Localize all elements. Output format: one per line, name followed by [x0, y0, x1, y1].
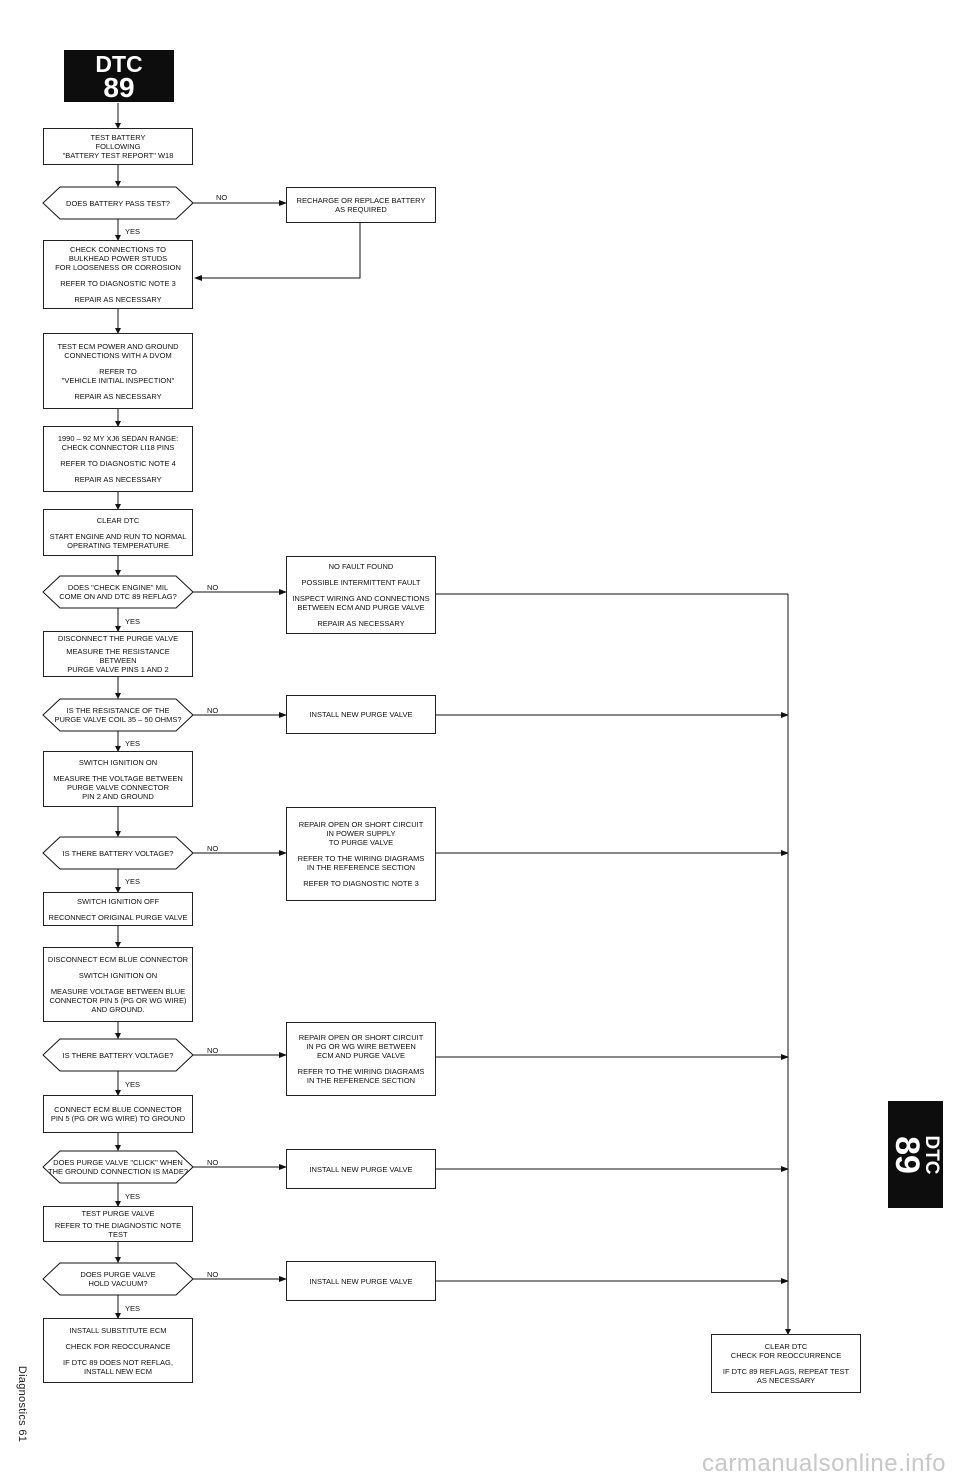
question-battery-pass-text: DOES BATTERY PASS TEST?	[66, 198, 170, 208]
question-mil-reflag: DOES "CHECK ENGINE" MIL COME ON AND DTC …	[50, 576, 186, 608]
yes-label-q2: YES	[125, 617, 141, 626]
question-hold-vacuum: DOES PURGE VALVE HOLD VACUUM?	[50, 1263, 186, 1295]
step-measure-voltage-text: MEASURE THE VOLTAGE BETWEEN PURGE VALVE …	[53, 773, 183, 801]
dtc-badge-top: DTC 89	[64, 50, 174, 102]
step-ignition-off: SWITCH IGNITION OFF RECONNECT ORIGINAL P…	[43, 892, 193, 926]
step-clear-dtc: CLEAR DTC START ENGINE AND RUN TO NORMAL…	[43, 509, 193, 556]
question-valve-click: DOES PURGE VALVE "CLICK" WHEN THE GROUND…	[46, 1151, 190, 1183]
step-check-connections-repair: REPAIR AS NECESSARY	[74, 295, 162, 304]
result-repair-pg-wire: REPAIR OPEN OR SHORT CIRCUIT IN PG OR WG…	[286, 1022, 436, 1096]
step-xj6-connector-repair: REPAIR AS NECESSARY	[74, 475, 162, 484]
question-battery-voltage-1-text: IS THERE BATTERY VOLTAGE?	[62, 848, 174, 858]
step-check-reoccurance-text: CHECK FOR REOCCURANCE	[65, 1341, 171, 1351]
yes-label-q3: YES	[125, 739, 141, 748]
end-repeat-test-text: IF DTC 89 REFLAGS, REPEAT TEST AS NECESS…	[722, 1367, 850, 1385]
question-mil-reflag-text: DOES "CHECK ENGINE" MIL COME ON AND DTC …	[59, 583, 177, 601]
no-label-q4: NO	[207, 844, 219, 853]
yes-label-q5: YES	[125, 1080, 141, 1089]
result-repair-power-supply: REPAIR OPEN OR SHORT CIRCUIT IN POWER SU…	[286, 807, 436, 901]
result-install-purge-valve-2-text: INSTALL NEW PURGE VALVE	[309, 1164, 413, 1174]
step-diag-note-test-text: REFER TO THE DIAGNOSTIC NOTE TEST	[54, 1221, 182, 1239]
question-battery-voltage-1: IS THERE BATTERY VOLTAGE?	[50, 837, 186, 869]
dtc-side-number: 89	[887, 1135, 926, 1174]
step-ground-pin5: CONNECT ECM BLUE CONNECTOR PIN 5 (PG OR …	[43, 1095, 193, 1133]
result-repair-power-supply-text: REPAIR OPEN OR SHORT CIRCUIT IN POWER SU…	[298, 820, 424, 847]
step-test-ecm-power-ref: REFER TO "VEHICLE INITIAL INSPECTION"	[61, 366, 175, 385]
dtc-badge-title: DTC	[95, 51, 143, 77]
yes-label-q7: YES	[125, 1304, 141, 1313]
step-reconnect-valve-text: RECONNECT ORIGINAL PURGE VALVE	[48, 912, 188, 922]
result-install-purge-valve-3: INSTALL NEW PURGE VALVE	[286, 1261, 436, 1301]
no-label-q7: NO	[207, 1270, 219, 1279]
result-install-purge-valve-2: INSTALL NEW PURGE VALVE	[286, 1149, 436, 1189]
yes-label-q4: YES	[125, 877, 141, 886]
question-coil-resistance-text: IS THE RESISTANCE OF THE PURGE VALVE COI…	[54, 706, 182, 724]
step-test-ecm-power-text: TEST ECM POWER AND GROUND CONNECTIONS WI…	[57, 341, 179, 360]
step-ignition-on-text: SWITCH IGNITION ON	[78, 757, 158, 767]
result-wiring-diagrams-text: REFER TO THE WIRING DIAGRAMS IN THE REFE…	[297, 854, 425, 872]
watermark: carmanualsonline.info	[702, 1450, 946, 1477]
no-label-q2: NO	[207, 583, 219, 592]
step-test-ecm-power: TEST ECM POWER AND GROUND CONNECTIONS WI…	[43, 333, 193, 409]
result-install-purge-valve-1: INSTALL NEW PURGE VALVE	[286, 695, 436, 734]
result-repair-pg-wire-text: REPAIR OPEN OR SHORT CIRCUIT IN PG OR WG…	[298, 1033, 424, 1060]
no-label-q5: NO	[207, 1046, 219, 1055]
result-intermittent-text: POSSIBLE INTERMITTENT FAULT	[301, 578, 421, 587]
step-start-engine-text: START ENGINE AND RUN TO NORMAL OPERATING…	[49, 531, 187, 550]
step-test-battery: TEST BATTERY FOLLOWING "BATTERY TEST REP…	[43, 128, 193, 165]
step-measure-resistance-text: MEASURE THE RESISTANCE BETWEEN PURGE VAL…	[66, 647, 170, 674]
yes-label-q6: YES	[125, 1192, 141, 1201]
step-ignition-off-text: SWITCH IGNITION OFF	[76, 896, 160, 906]
end-clear-dtc-text: CLEAR DTC CHECK FOR REOCCURRENCE	[730, 1342, 842, 1360]
question-valve-click-text: DOES PURGE VALVE "CLICK" WHEN THE GROUND…	[47, 1158, 188, 1176]
page-footer-text: Diagnostics 61	[16, 1365, 28, 1443]
result-install-purge-valve-1-text: INSTALL NEW PURGE VALVE	[309, 710, 413, 719]
step-install-substitute-ecm-text: INSTALL SUBSTITUTE ECM	[69, 1325, 167, 1335]
end-clear-dtc: CLEAR DTC CHECK FOR REOCCURRENCE IF DTC …	[711, 1334, 861, 1393]
step-xj6-connector-note: REFER TO DIAGNOSTIC NOTE 4	[60, 459, 176, 468]
step-ground-pin5-text: CONNECT ECM BLUE CONNECTOR PIN 5 (PG OR …	[50, 1105, 186, 1123]
step-check-connections-note: REFER TO DIAGNOSTIC NOTE 3	[60, 279, 176, 288]
question-battery-voltage-2-text: IS THERE BATTERY VOLTAGE?	[62, 1050, 174, 1060]
step-ignition-on-measure: SWITCH IGNITION ON MEASURE THE VOLTAGE B…	[43, 751, 193, 807]
yes-label-q1: YES	[125, 227, 141, 236]
step-check-connections: CHECK CONNECTIONS TO BULKHEAD POWER STUD…	[43, 240, 193, 309]
step-disconnect-ecm-blue: DISCONNECT ECM BLUE CONNECTOR SWITCH IGN…	[43, 947, 193, 1022]
step-clear-dtc-text: CLEAR DTC	[96, 515, 140, 525]
step-disconnect-purge-valve: DISCONNECT THE PURGE VALVE MEASURE THE R…	[43, 631, 193, 677]
result-no-fault-found: NO FAULT FOUND POSSIBLE INTERMITTENT FAU…	[286, 556, 436, 634]
no-label-q6: NO	[207, 1158, 219, 1167]
result-diag-note-text: REFER TO DIAGNOSTIC NOTE 3	[303, 879, 419, 888]
step-install-substitute-ecm: INSTALL SUBSTITUTE ECM CHECK FOR REOCCUR…	[43, 1318, 193, 1383]
result-recharge-battery-text: RECHARGE OR REPLACE BATTERY AS REQUIRED	[296, 196, 426, 214]
dtc-badge-side: DTC 89	[888, 1101, 943, 1208]
question-coil-resistance: IS THE RESISTANCE OF THE PURGE VALVE COI…	[50, 699, 186, 731]
step-test-ecm-power-repair: REPAIR AS NECESSARY	[74, 391, 162, 401]
question-hold-vacuum-text: DOES PURGE VALVE HOLD VACUUM?	[80, 1270, 156, 1288]
step-disconnect-ecm-blue-text: DISCONNECT ECM BLUE CONNECTOR	[47, 955, 189, 964]
step-ignition-on-2-text: SWITCH IGNITION ON	[78, 971, 158, 980]
result-repair-text: REPAIR AS NECESSARY	[317, 619, 405, 628]
step-test-purge-valve-text: TEST PURGE VALVE	[81, 1209, 155, 1218]
result-install-purge-valve-3-text: INSTALL NEW PURGE VALVE	[309, 1276, 413, 1286]
no-label-q1: NO	[216, 193, 228, 202]
dtc-badge-number: 89	[103, 72, 135, 103]
result-inspect-wiring-text: INSPECT WIRING AND CONNECTIONS BETWEEN E…	[292, 594, 430, 612]
question-battery-voltage-2: IS THERE BATTERY VOLTAGE?	[50, 1039, 186, 1071]
step-xj6-connector-text: 1990 – 92 MY XJ6 SEDAN RANGE: CHECK CONN…	[57, 434, 179, 452]
step-test-purge-valve: TEST PURGE VALVE REFER TO THE DIAGNOSTIC…	[43, 1206, 193, 1242]
step-install-new-ecm-text: IF DTC 89 DOES NOT REFLAG, INSTALL NEW E…	[63, 1357, 173, 1376]
result-wiring-diagrams-2-text: REFER TO THE WIRING DIAGRAMS IN THE REFE…	[297, 1067, 425, 1085]
step-test-battery-text: TEST BATTERY FOLLOWING "BATTERY TEST REP…	[62, 133, 174, 160]
no-label-q3: NO	[207, 706, 219, 715]
result-no-fault-found-text: NO FAULT FOUND	[328, 562, 394, 571]
step-xj6-connector: 1990 – 92 MY XJ6 SEDAN RANGE: CHECK CONN…	[43, 426, 193, 492]
question-battery-pass: DOES BATTERY PASS TEST?	[50, 187, 186, 219]
step-disconnect-purge-valve-text: DISCONNECT THE PURGE VALVE	[57, 634, 179, 643]
result-recharge-battery: RECHARGE OR REPLACE BATTERY AS REQUIRED	[286, 187, 436, 223]
step-measure-blue-pin-text: MEASURE VOLTAGE BETWEEN BLUE CONNECTOR P…	[49, 987, 187, 1014]
step-check-connections-text: CHECK CONNECTIONS TO BULKHEAD POWER STUD…	[55, 245, 181, 272]
